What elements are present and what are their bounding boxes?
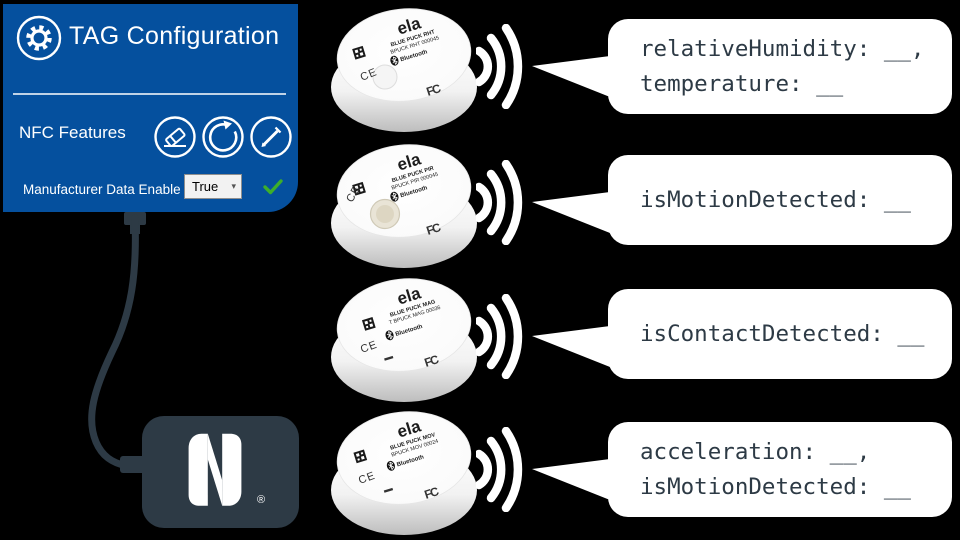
data-bubble-mov: acceleration: __, isMotionDetected: __ xyxy=(532,422,952,517)
success-check-icon xyxy=(262,178,284,201)
reset-button[interactable] xyxy=(201,115,245,159)
ble-signal-icon xyxy=(476,294,523,379)
page-title: TAG Configuration xyxy=(69,22,280,50)
sensor-vent xyxy=(372,64,398,90)
device-blue-puck-mag: ela BLUE PUCK MAG T BPUCK MAG 00036 Blue… xyxy=(331,278,477,402)
ce-mark: CE xyxy=(359,339,379,356)
chevron-down-icon: ▾ xyxy=(231,181,236,191)
edit-button[interactable] xyxy=(249,115,293,159)
data-bubble-rht: relativeHumidity: __, temperature: __ xyxy=(532,19,952,114)
sensor-row-mag: ela BLUE PUCK MAG T BPUCK MAG 00036 Blue… xyxy=(0,270,960,406)
nfc-feature-buttons xyxy=(153,115,293,159)
bubble-line: isMotionDetected: __ xyxy=(640,473,911,500)
sensor-row-rht: ela BLUE PUCK RHT BPUCK RHT 000045 Bluet… xyxy=(0,0,960,136)
qr-code xyxy=(353,449,368,464)
registered-trademark: ® xyxy=(257,494,266,506)
bluetooth-icon xyxy=(385,330,394,341)
qr-code xyxy=(352,45,366,60)
gear-icon xyxy=(15,14,63,67)
bubble-line: isContactDetected: __ xyxy=(640,320,925,347)
ble-signal-icon xyxy=(476,24,523,109)
ble-signal-icon xyxy=(476,160,523,245)
bubble-line: relativeHumidity: __, xyxy=(640,35,925,62)
bubble-line: isMotionDetected: __ xyxy=(640,186,911,213)
bubble-line: temperature: __ xyxy=(640,70,844,97)
bubble-tail xyxy=(532,192,610,233)
device-blue-puck-rht: ela BLUE PUCK RHT BPUCK RHT 000045 Bluet… xyxy=(331,8,477,132)
bubble-tail xyxy=(532,326,610,367)
sensor-row-pir: ela BLUE PUCK PIR BPUCK PIR 000045 Bluet… xyxy=(0,136,960,272)
ce-mark: CE xyxy=(357,470,377,487)
manufacturer-data-enable-label: Manufacturer Data Enable : xyxy=(23,182,189,197)
data-bubble-mag: isContactDetected: __ xyxy=(532,289,952,379)
bubble-line: acceleration: __, xyxy=(640,438,871,465)
select-value: True xyxy=(192,179,219,194)
sensor-row-mov: ela BLUE PUCK MOV BPUCK MOV 00024 Blueto… xyxy=(0,403,960,539)
erase-button[interactable] xyxy=(153,115,197,159)
ble-signal-icon xyxy=(476,427,523,512)
pir-lens xyxy=(369,198,401,230)
nfc-tag: ® xyxy=(142,416,299,528)
bluetooth-icon xyxy=(390,55,399,66)
device-blue-puck-mov: ela BLUE PUCK MOV BPUCK MOV 00024 Blueto… xyxy=(331,411,477,535)
bluetooth-icon xyxy=(386,460,395,471)
bubble-tail xyxy=(532,459,610,500)
divider xyxy=(13,93,286,95)
device-blue-puck-pir: ela BLUE PUCK PIR BPUCK PIR 000045 Bluet… xyxy=(331,144,477,268)
nfc-n-mark-icon xyxy=(175,429,255,514)
dash-mark xyxy=(384,355,394,361)
bubble-tail xyxy=(532,56,610,97)
manufacturer-data-enable-select[interactable]: True ▾ xyxy=(184,174,242,199)
qr-code xyxy=(352,181,366,196)
tag-configuration-panel: TAG Configuration NFC Features xyxy=(3,4,298,212)
nfc-tag-connector xyxy=(120,456,148,473)
bluetooth-icon xyxy=(390,191,399,202)
nfc-cable xyxy=(88,214,139,470)
data-bubble-pir: isMotionDetected: __ xyxy=(532,155,952,245)
nfc-features-label: NFC Features xyxy=(19,123,126,142)
qr-code xyxy=(361,317,376,331)
dash-mark xyxy=(383,487,394,493)
